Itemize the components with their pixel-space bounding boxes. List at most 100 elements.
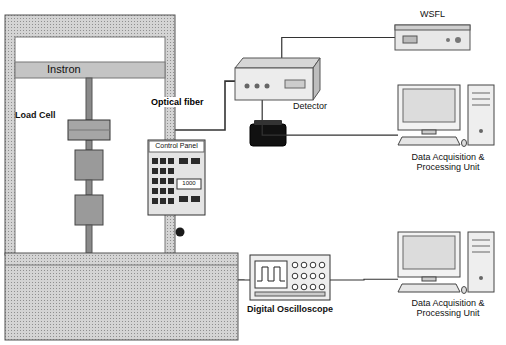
oscilloscope-knob [310, 273, 316, 279]
keyboard [398, 284, 460, 292]
cable [330, 279, 398, 281]
power-button [479, 129, 483, 133]
panel-button [152, 178, 158, 184]
computer-tower [468, 232, 494, 292]
detector-drawing [235, 58, 320, 100]
panel-button [152, 168, 158, 174]
text-holder: Data Acquisition & Processing Unit [395, 299, 501, 319]
oscilloscope-feet [255, 292, 325, 296]
panel-button [152, 158, 158, 164]
oscilloscope-knob [292, 262, 298, 268]
text-holder: Digital Oscilloscope [240, 305, 340, 315]
node-text: WSFL [420, 9, 445, 19]
node-text: Instron [47, 63, 81, 75]
drive-slot [472, 93, 490, 94]
keyboard [398, 137, 460, 145]
oscilloscope-knob [301, 262, 307, 268]
panel-button [168, 198, 174, 204]
cable [262, 100, 398, 135]
upper-grip [75, 150, 103, 180]
scope-node: Digital Oscilloscope [250, 255, 330, 300]
computer-node: Data Acquisition & Processing Unit [398, 85, 498, 150]
panel-button [152, 198, 158, 204]
panel-button [168, 158, 174, 164]
detector-side [313, 58, 320, 100]
frame-opening [15, 37, 165, 255]
lower-grip [75, 195, 103, 225]
machine-frame [5, 15, 175, 255]
panel-button [168, 188, 174, 194]
computer-drawing [398, 85, 498, 150]
drive-slot [472, 105, 490, 106]
wsfl-housing [395, 25, 470, 50]
base-edge [5, 265, 238, 266]
drive-slot [472, 99, 490, 100]
panel-button [152, 188, 158, 194]
monitor [398, 232, 460, 277]
monitor-stand [422, 130, 436, 134]
node-text: Load Cell [15, 110, 56, 120]
panel-button [191, 158, 200, 164]
wsfl-display [403, 36, 417, 43]
oscilloscope-knob [292, 284, 298, 290]
node-text: 1000 [182, 180, 195, 186]
cable [282, 38, 395, 59]
column-rod [86, 78, 92, 120]
machine-base [5, 253, 238, 340]
text-holder: Instron [47, 63, 137, 75]
oscilloscope-knob [319, 284, 325, 290]
panel-button [191, 196, 200, 202]
wsfl-node: WSFL [395, 25, 470, 50]
emergency-button [176, 228, 185, 237]
oscilloscope-knob [301, 284, 307, 290]
oscilloscope-knob [292, 273, 298, 279]
crosshead-band [15, 62, 165, 78]
edge-label: Optical fiber [150, 97, 205, 107]
panel-button [160, 188, 166, 194]
panel-button [179, 158, 188, 164]
mouse [462, 140, 467, 147]
oscilloscope-knob [319, 262, 325, 268]
oscilloscope-body [250, 255, 330, 300]
control-panel-title-strip [149, 141, 204, 152]
control-panel-body [148, 140, 205, 215]
panel-button [179, 196, 188, 202]
detector-port [245, 84, 250, 89]
wsfl-top [395, 25, 470, 30]
drive-slot [472, 240, 490, 241]
text-holder: Control Panel [150, 142, 203, 150]
edge-label-holder: Optical fiber [150, 98, 222, 108]
computer-node: Data Acquisition & Processing Unit [398, 232, 498, 295]
node-text: Control Panel [155, 142, 197, 149]
loadcell-drawing [68, 120, 110, 140]
monitor-stand [422, 277, 436, 281]
text-holder: 1000 [177, 180, 201, 187]
column-rod [86, 140, 92, 150]
detector-panel [285, 80, 305, 88]
computer-drawing [398, 232, 498, 295]
wsfl-knob [455, 37, 461, 43]
monitor-screen [403, 89, 455, 122]
wsfl-drawing [395, 25, 470, 50]
detector-port [265, 84, 270, 89]
computer-tower [468, 85, 494, 145]
panel-node: Control Panel 1000 [148, 140, 205, 215]
panel-drawing [148, 140, 205, 215]
oscilloscope-knob [319, 273, 325, 279]
load-cell-seam [68, 130, 110, 131]
detector-front [235, 68, 313, 100]
panel-button [160, 178, 166, 184]
node-text: Data Acquisition & Processing Unit [411, 298, 484, 318]
monitor-screen [403, 236, 455, 269]
scope-drawing [250, 255, 330, 300]
detector-port [255, 84, 260, 89]
text-holder: WSFL [395, 10, 470, 20]
drive-slot [472, 246, 490, 247]
panel-button [160, 198, 166, 204]
text-holder: Detector [293, 102, 345, 112]
detector-top [235, 58, 320, 68]
detector-node: Detector [235, 58, 320, 100]
waveform [257, 267, 285, 281]
